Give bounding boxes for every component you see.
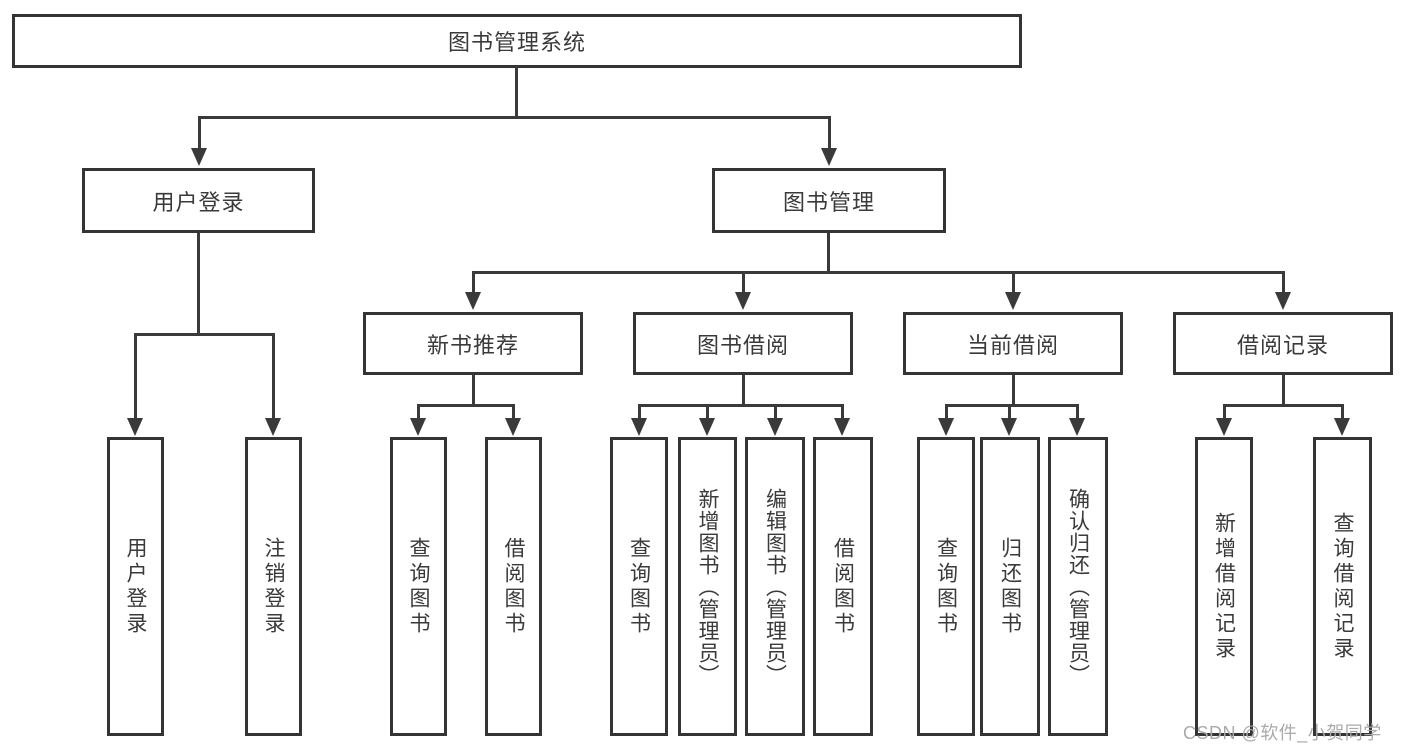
node-book-management-label: 图书管理 [782,189,875,215]
connector-line [198,116,201,150]
leaf-br-add-record-label: 新增借阅记录 [1212,511,1236,662]
arrow-down-icon [631,418,647,436]
connector-line [774,404,777,420]
arrow-down-icon [191,148,207,166]
leaf-bb-borrow-books-label: 借阅图书 [831,536,855,637]
leaf-cb-return-books: 归还图书 [980,437,1040,736]
leaf-cb-query-books-label: 查询图书 [934,536,958,637]
arrow-down-icon [1069,418,1085,436]
leaf-nb-borrow-books: 借阅图书 [485,437,542,736]
node-borrow-records: 借阅记录 [1173,312,1393,375]
leaf-cb-confirm-return-label: 确认归还（管理员） [1066,487,1090,686]
connector-line [827,233,830,274]
connector-line [1341,404,1344,420]
arrow-down-icon [505,418,521,436]
connector-line [134,333,137,420]
node-root: 图书管理系统 [12,14,1022,68]
connector-line [1076,404,1079,420]
leaf-bb-edit-books-label: 编辑图书（管理员） [763,487,787,686]
leaf-user-login: 用户登录 [107,437,164,736]
connector-line [134,333,275,336]
leaf-logout: 注销登录 [245,437,302,736]
leaf-logout-label: 注销登录 [262,536,285,637]
connector-line [742,375,745,407]
leaf-nb-query-books-label: 查询图书 [407,536,430,637]
arrow-down-icon [1216,418,1232,436]
connector-line [945,404,948,420]
leaf-nb-query-books: 查询图书 [390,437,447,736]
connector-line [272,333,275,420]
arrow-down-icon [735,292,751,310]
connector-line [1012,271,1015,294]
connector-line [1223,404,1226,420]
leaf-cb-confirm-return: 确认归还（管理员） [1048,437,1108,736]
node-book-management: 图书管理 [712,168,946,233]
csdn-watermark: CSDN @软件_小贺同学 [1183,723,1382,743]
node-user-login: 用户登录 [82,168,315,233]
connector-line [945,404,1079,407]
arrow-down-icon [465,292,481,310]
connector-line [197,233,200,335]
connector-line [472,271,475,294]
connector-line [1282,375,1285,407]
node-book-borrow: 图书借阅 [633,312,853,375]
connector-line [742,271,745,294]
connector-line [472,271,1284,274]
connector-line [828,116,831,150]
node-root-label: 图书管理系统 [447,30,586,55]
connector-line [417,404,420,420]
connector-line [472,375,475,407]
leaf-bb-edit-books: 编辑图书（管理员） [745,437,805,736]
node-user-login-label: 用户登录 [152,189,245,215]
connector-line [638,404,843,407]
connector-line [638,404,641,420]
arrow-down-icon [1005,292,1021,310]
node-new-book-recommend-label: 新书推荐 [426,332,519,358]
arrow-down-icon [699,418,715,436]
node-current-borrow-label: 当前借阅 [966,332,1059,358]
node-new-book-recommend: 新书推荐 [363,312,583,375]
leaf-bb-add-books: 新增图书（管理员） [678,437,737,736]
arrow-down-icon [938,418,954,436]
leaf-cb-query-books: 查询图书 [917,437,975,736]
leaf-br-add-record: 新增借阅记录 [1195,437,1253,736]
node-borrow-records-label: 借阅记录 [1236,332,1329,358]
arrow-down-icon [410,418,426,436]
connector-line [1008,404,1011,420]
leaf-nb-borrow-books-label: 借阅图书 [502,536,525,637]
connector-line [1282,271,1285,294]
leaf-br-query-record: 查询借阅记录 [1313,437,1372,736]
arrow-down-icon [1001,418,1017,436]
node-book-borrow-label: 图书借阅 [696,332,789,358]
connector-line [706,404,709,420]
connector-line [515,66,518,118]
connector-line [512,404,515,420]
arrow-down-icon [127,418,143,436]
connector-line [1223,404,1343,407]
arrow-down-icon [821,148,837,166]
leaf-br-query-record-label: 查询借阅记录 [1331,511,1354,662]
leaf-bb-query-books-label: 查询图书 [627,536,651,637]
leaf-bb-borrow-books: 借阅图书 [813,437,873,736]
leaf-user-login-label: 用户登录 [124,536,147,637]
connector-line [1012,375,1015,407]
arrow-down-icon [767,418,783,436]
connector-line [841,404,844,420]
leaf-bb-query-books: 查询图书 [610,437,668,736]
node-current-borrow: 当前借阅 [903,312,1123,375]
connector-line [198,116,830,119]
arrow-down-icon [265,418,281,436]
arrow-down-icon [834,418,850,436]
arrow-down-icon [1275,292,1291,310]
leaf-bb-add-books-label: 新增图书（管理员） [696,487,719,686]
leaf-cb-return-books-label: 归还图书 [998,536,1022,637]
connector-line [418,404,514,407]
arrow-down-icon [1334,418,1350,436]
